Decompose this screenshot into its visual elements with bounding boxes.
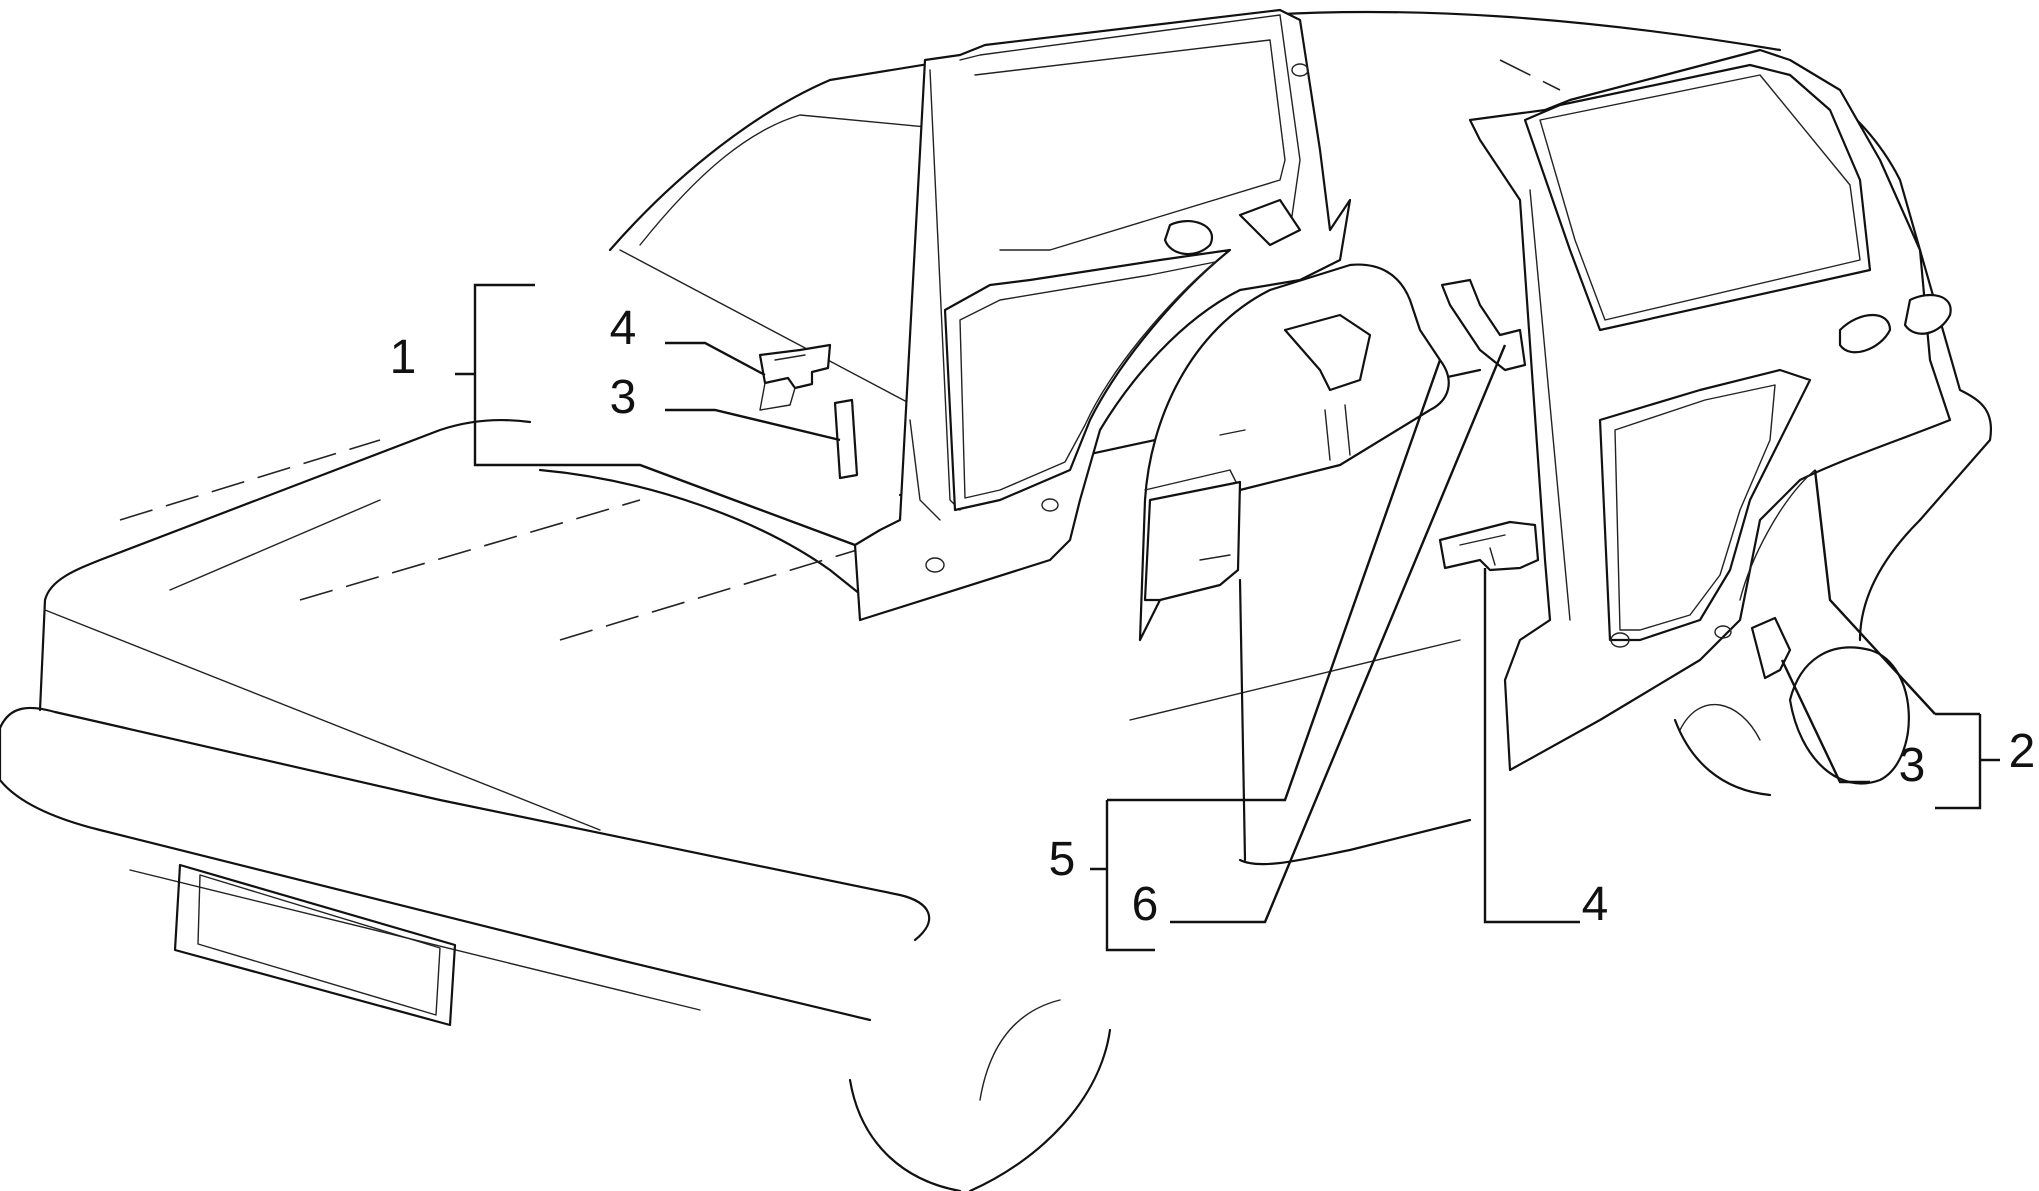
callout-4-rear-label: 4: [1582, 878, 1609, 931]
callout-1-label: 1: [390, 331, 417, 384]
callout-3-rear-label: 3: [1899, 739, 1926, 792]
front-door-frame-assembly: [853, 8, 1352, 622]
wheel-arch-housing: [1138, 263, 1450, 642]
callout-2-label: 2: [2009, 725, 2036, 778]
front-bracket-part-4: [758, 343, 832, 411]
callout-3-front-label: 3: [610, 371, 637, 424]
callout-4-front-label: 4: [610, 302, 637, 355]
upper-bracket-part-4: [1440, 278, 1527, 372]
rear-door-frame-assembly: [1468, 48, 1952, 772]
callout-6-label: 6: [1132, 878, 1159, 931]
callout-leaders: [455, 283, 2000, 952]
lower-bracket-part-4: [1438, 520, 1540, 572]
callout-labels: 1 4 3 2 3 5 6 4: [390, 302, 2036, 931]
rear-seal-strip-part-3: [1750, 616, 1792, 680]
callout-5-label: 5: [1049, 833, 1076, 886]
front-seal-strip-part-3: [833, 398, 859, 480]
